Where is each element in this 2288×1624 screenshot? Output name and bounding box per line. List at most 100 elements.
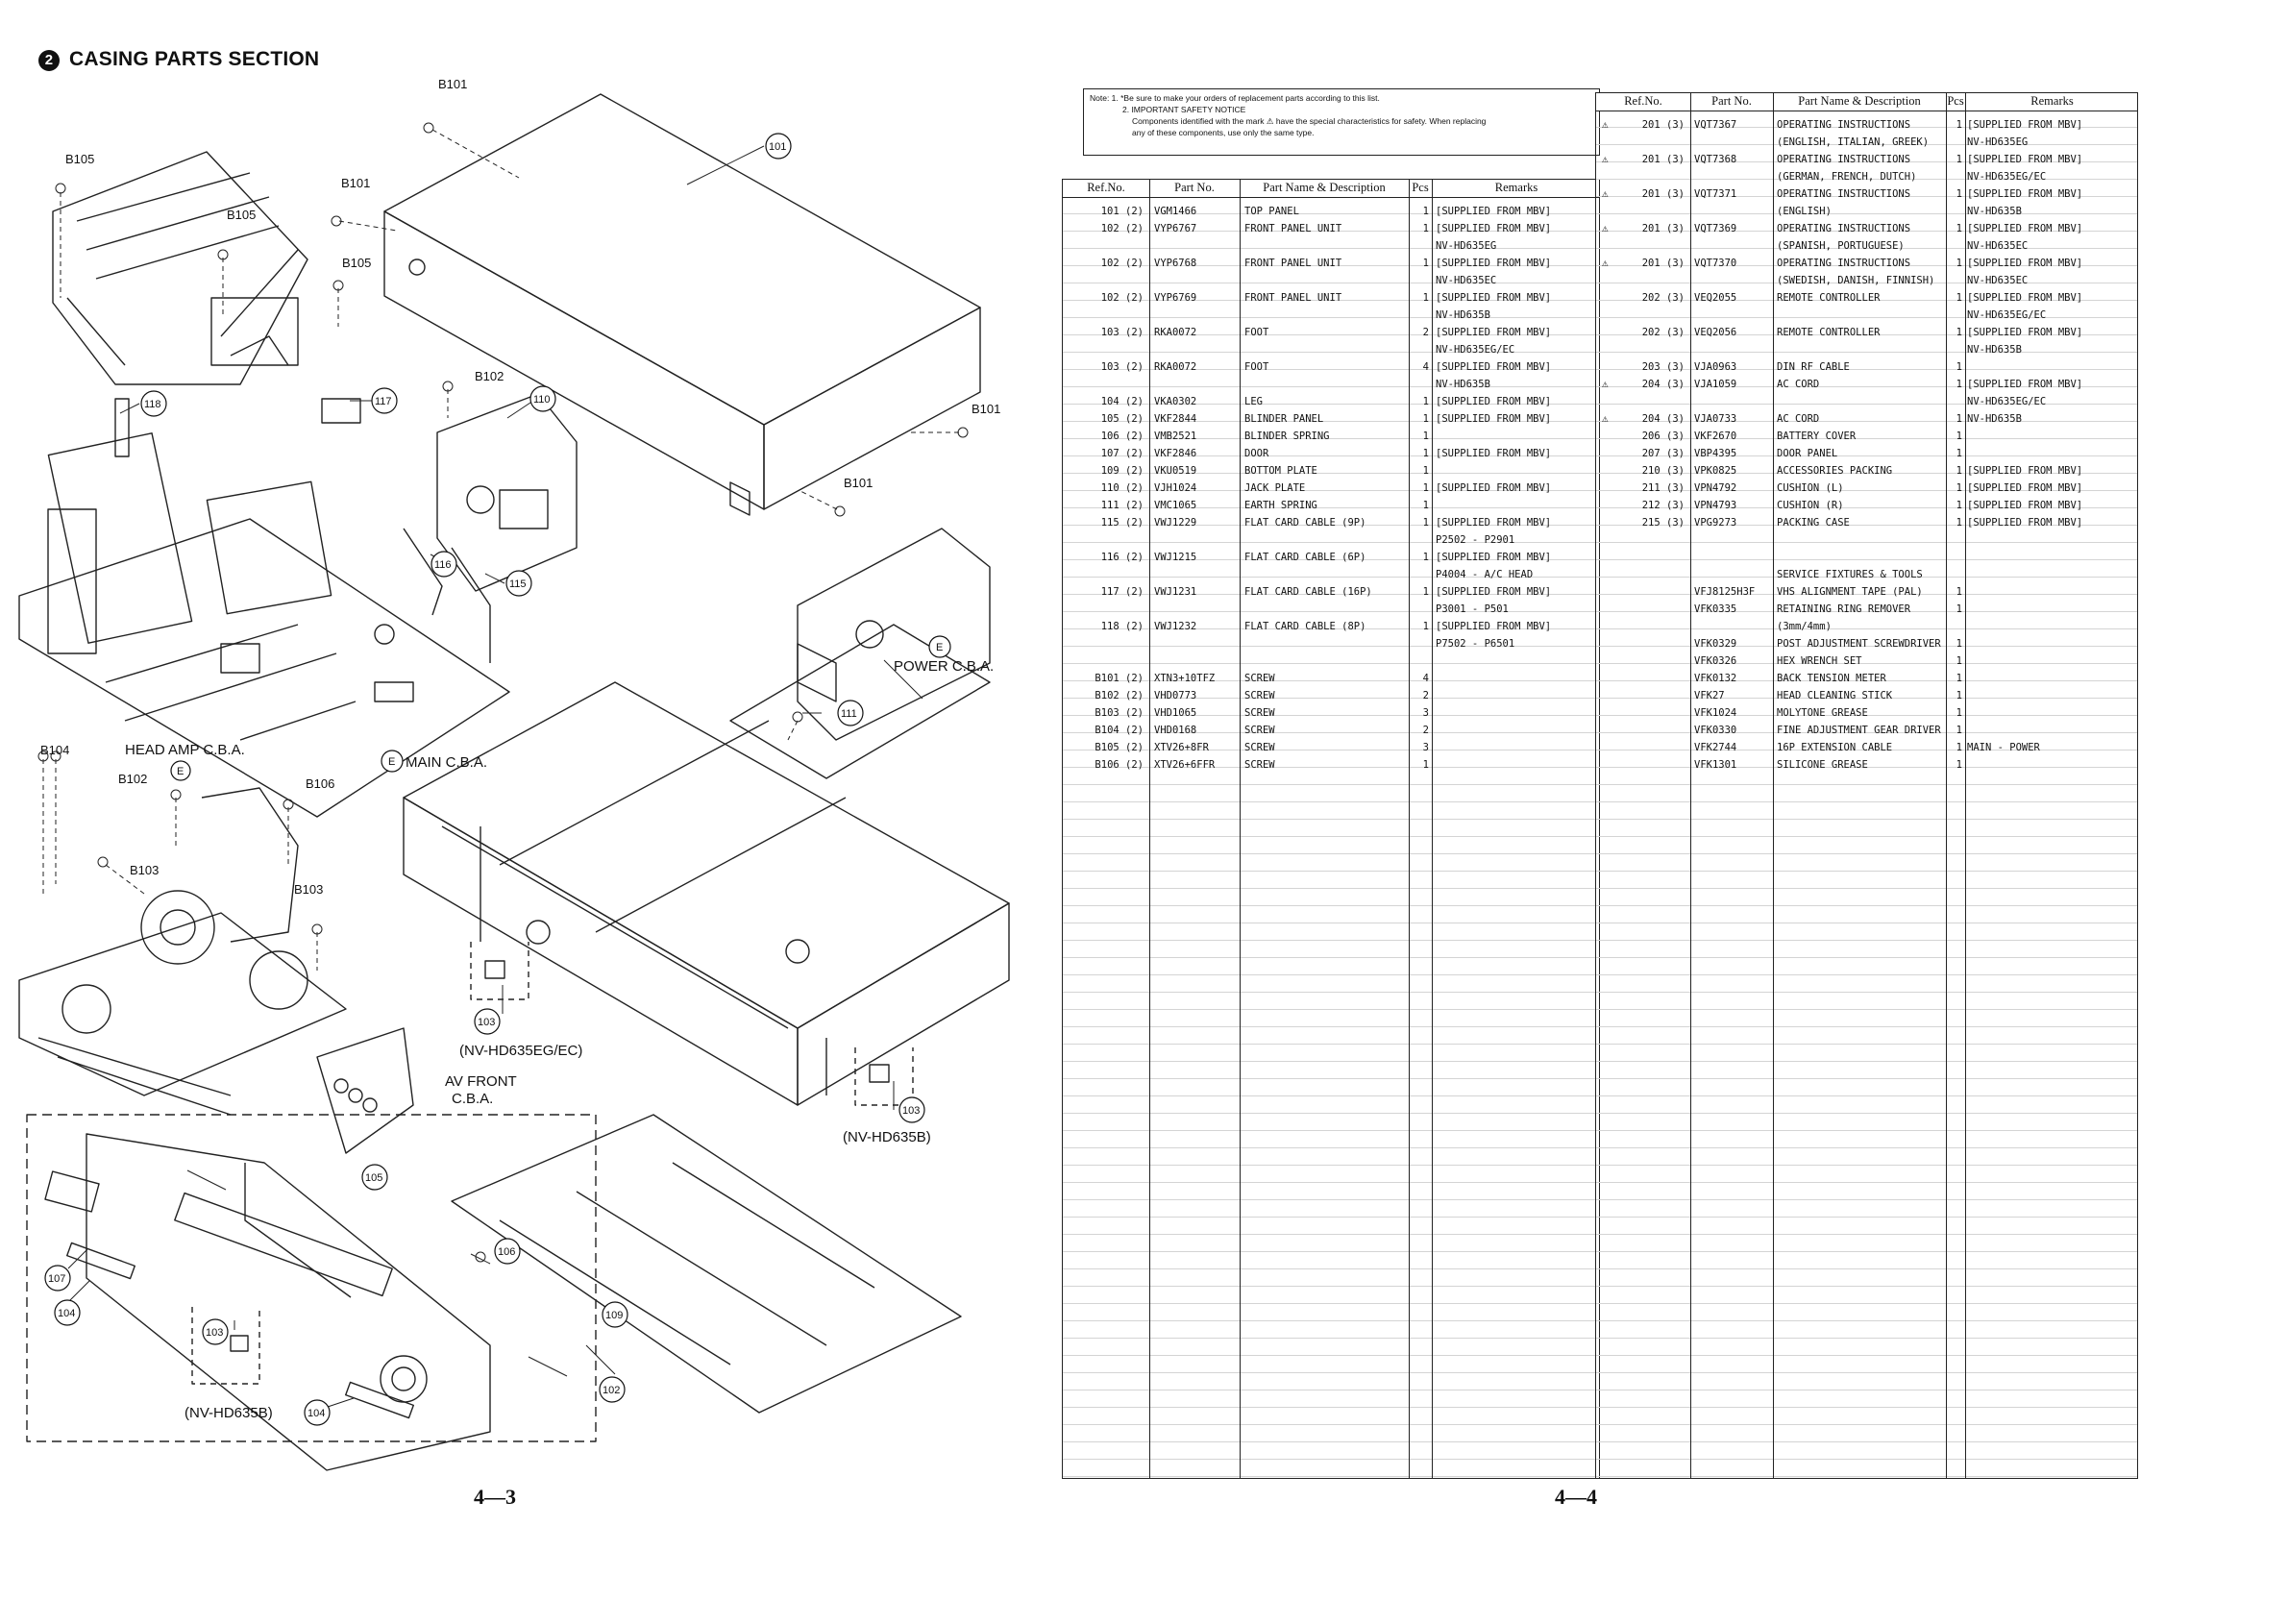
cell-ref-no: B106 (2) <box>1095 759 1144 771</box>
cell-part-no: VFK0132 <box>1694 673 1737 684</box>
cell-part-no: XTV26+6FFR <box>1154 759 1216 771</box>
cell-pcs: 2 <box>1422 725 1429 736</box>
cell-part-name: OPERATING INSTRUCTIONS <box>1777 154 1911 165</box>
table-row: NV-HD635EG/EC <box>1596 393 2137 410</box>
cell-pcs: 1 <box>1956 673 1962 684</box>
cell-remarks: P2502 - P2901 <box>1436 534 1515 546</box>
cell-pcs: 1 <box>1422 465 1429 477</box>
table-row: NV-HD635B <box>1063 307 1599 324</box>
cell-pcs: 1 <box>1956 725 1962 736</box>
cell-pcs: 1 <box>1422 500 1429 511</box>
cell-remarks: [SUPPLIED FROM MBV] <box>1967 500 2083 511</box>
svg-text:102: 102 <box>603 1385 620 1396</box>
callout-b102-bottom: B102 <box>118 772 147 786</box>
cell-part-no: VWJ1231 <box>1154 586 1197 598</box>
table1-header-remarks: Remarks <box>1494 181 1538 194</box>
cell-remarks: NV-HD635EG/EC <box>1436 344 1515 356</box>
cell-pcs: 1 <box>1956 742 1962 753</box>
callout-b103-b: B103 <box>294 882 323 897</box>
cell-part-no: VPN4793 <box>1694 500 1737 511</box>
main-board-drawing <box>18 432 510 818</box>
cell-part-no: VJA0733 <box>1694 413 1737 425</box>
foot-group-box <box>191 1307 260 1385</box>
ref-circle-118: 118 <box>140 390 167 417</box>
cell-pcs: 2 <box>1422 327 1429 338</box>
cell-pcs: 1 <box>1422 552 1429 563</box>
safety-warning-icon: ⚠ <box>1602 378 1609 390</box>
cell-remarks: P3001 - P501 <box>1436 603 1509 615</box>
cell-part-name: FLAT CARD CABLE (8P) <box>1244 621 1366 632</box>
cell-part-no: VKF2844 <box>1154 413 1197 425</box>
table-row: (SPANISH, PORTUGUESE)NV-HD635EC <box>1596 237 2137 255</box>
cell-pcs: 1 <box>1956 690 1962 701</box>
cell-pcs: 1 <box>1422 431 1429 442</box>
cell-part-no: RKA0072 <box>1154 327 1197 338</box>
cell-part-name: OPERATING INSTRUCTIONS <box>1777 188 1911 200</box>
cell-part-name: 16P EXTENSION CABLE <box>1777 742 1893 753</box>
cell-remarks: P7502 - P6501 <box>1436 638 1515 650</box>
cell-part-name: FLAT CARD CABLE (9P) <box>1244 517 1366 529</box>
note-line-2: 2. IMPORTANT SAFETY NOTICE <box>1122 105 1246 114</box>
cell-remarks: [SUPPLIED FROM MBV] <box>1967 327 2083 338</box>
cell-part-no: VKU0519 <box>1154 465 1197 477</box>
cell-ref-no: 118 (2) <box>1100 621 1144 632</box>
cell-remarks: [SUPPLIED FROM MBV] <box>1967 517 2083 529</box>
table2-header-ref: Ref.No. <box>1624 94 1662 108</box>
callout-b101-top: B101 <box>438 77 467 91</box>
note-line-4: any of these components, use only the sa… <box>1132 128 1315 137</box>
cell-ref-no: 103 (2) <box>1100 327 1144 338</box>
cell-part-name: SILICONE GREASE <box>1777 759 1868 771</box>
cell-ref-no: 106 (2) <box>1100 431 1144 442</box>
cell-part-no: VFK0329 <box>1694 638 1737 650</box>
head-amp-e-text: E <box>177 766 184 777</box>
ref-circle-105: 105 <box>361 1164 388 1191</box>
cell-part-name: ACCESSORIES PACKING <box>1777 465 1893 477</box>
cell-part-name: SCREW <box>1244 742 1275 753</box>
table-row: (ENGLISH)NV-HD635B <box>1596 203 2137 220</box>
cell-pcs: 1 <box>1956 500 1962 511</box>
cell-part-name: AC CORD <box>1777 379 1820 390</box>
cell-pcs: 1 <box>1956 258 1962 269</box>
cell-remarks: [SUPPLIED FROM MBV] <box>1436 586 1552 598</box>
svg-text:104: 104 <box>58 1308 75 1319</box>
safety-warning-icon: ⚠ <box>1602 187 1609 200</box>
cell-part-name: SCREW <box>1244 759 1275 771</box>
ref-circle-106: 106 <box>494 1238 521 1265</box>
cable-117-drawing <box>321 398 361 424</box>
cell-pcs: 4 <box>1422 361 1429 373</box>
cell-ref-no: 212 (3) <box>1641 500 1685 511</box>
main-e-text: E <box>388 756 395 768</box>
svg-text:107: 107 <box>48 1273 65 1285</box>
cell-ref-no: B105 (2) <box>1095 742 1144 753</box>
foot-b-drawing <box>869 1064 890 1083</box>
cell-part-name: OPERATING INSTRUCTIONS <box>1777 119 1911 131</box>
cell-remarks: NV-HD635B <box>1967 413 2022 425</box>
cell-remarks: [SUPPLIED FROM MBV] <box>1967 154 2083 165</box>
label-model-b-bottom: (NV-HD635B) <box>185 1405 273 1421</box>
cell-part-no: VFK1301 <box>1694 759 1737 771</box>
callout-b102-top: B102 <box>475 369 504 383</box>
cell-pcs: 1 <box>1956 119 1962 131</box>
cell-remarks: [SUPPLIED FROM MBV] <box>1436 517 1552 529</box>
label-model-b-right: (NV-HD635B) <box>843 1129 931 1145</box>
callout-b105-b: B105 <box>227 208 256 222</box>
svg-text:104: 104 <box>308 1408 325 1419</box>
table2-header-name: Part Name & Description <box>1798 94 1921 108</box>
ref-circle-111: 111 <box>837 700 864 726</box>
cell-remarks: [SUPPLIED FROM MBV] <box>1967 482 2083 494</box>
cell-ref-no: 102 (2) <box>1100 258 1144 269</box>
